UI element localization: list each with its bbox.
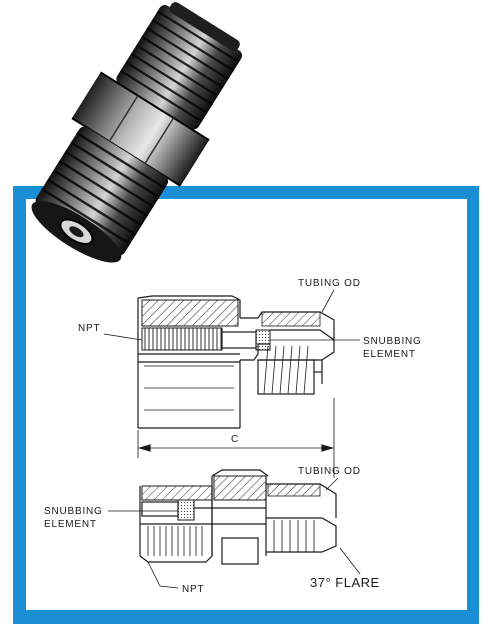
diagram-panel — [26, 199, 467, 610]
flare-angle-leader — [339, 547, 361, 575]
top-npt-label: NPT — [78, 323, 100, 334]
top-tubing-od-label: TUBING OD — [298, 278, 361, 289]
bottom-snubbing-label-1: SNUBBING — [44, 506, 103, 517]
fitting-photo — [31, 2, 243, 263]
top-tubing-od-leader — [321, 289, 335, 313]
top-fitting-section — [137, 295, 335, 429]
top-snubbing-label-1: SNUBBING — [363, 336, 422, 347]
bottom-fitting-section — [139, 469, 337, 565]
top-npt-leader — [103, 333, 143, 341]
bottom-tubing-od-leader — [325, 477, 339, 491]
bottom-snubbing-label-2: ELEMENT — [44, 519, 97, 530]
flare-angle-label: 37° FLARE — [310, 575, 380, 590]
dimension-c-label: C — [231, 434, 239, 445]
dimension-c — [137, 398, 335, 478]
bottom-npt-label: NPT — [182, 584, 204, 595]
bottom-tubing-od-label: TUBING OD — [298, 466, 361, 477]
top-snubbing-label-2: ELEMENT — [363, 349, 416, 360]
bottom-npt-leader — [147, 561, 179, 589]
